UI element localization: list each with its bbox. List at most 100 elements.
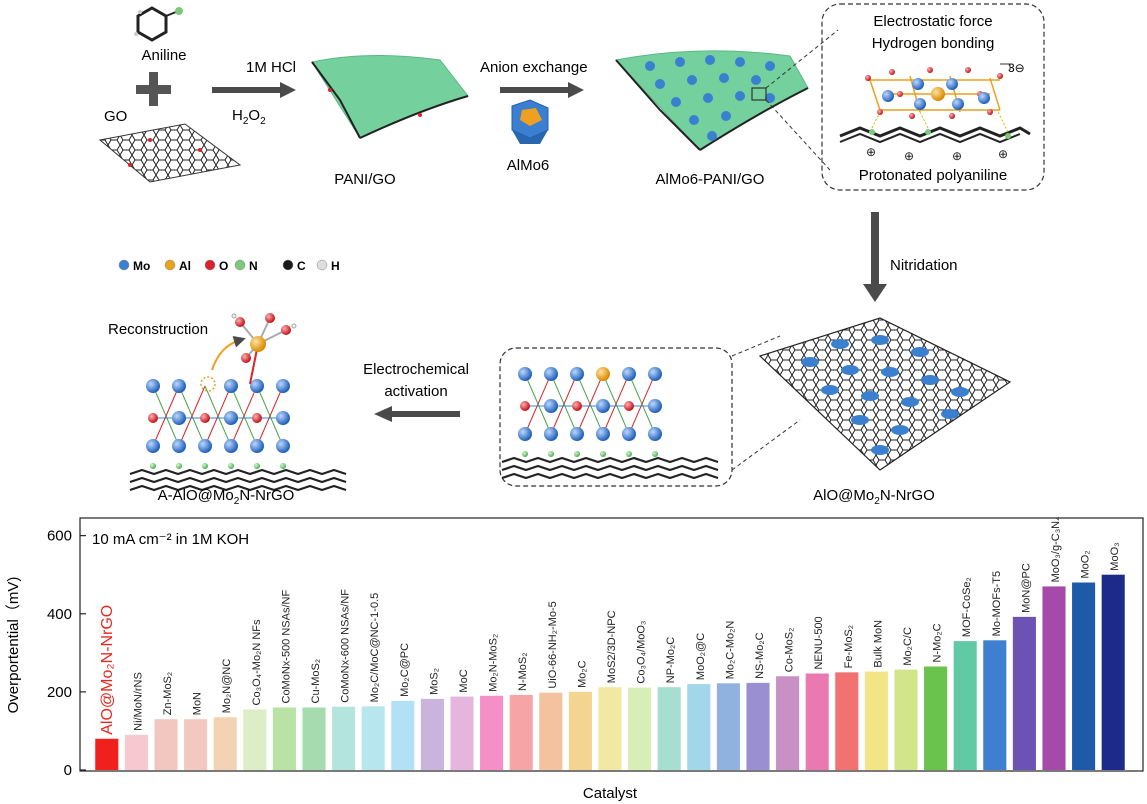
zoom-line (731, 419, 801, 471)
bar-15 (539, 692, 563, 770)
legend-swatch-c (282, 259, 294, 271)
bar-label-13: Mo₂N-MoS₂ (488, 634, 500, 692)
anion-exchange-label: Anion exchange (480, 59, 588, 76)
a-aio-mo2n-nrgo-label: A-AlO@Mo2N-NrGO (158, 487, 295, 507)
arrowhead-icon (280, 82, 296, 98)
charge-label: 3⊖ (1008, 61, 1025, 75)
bar-label-33: MoO₂ (1080, 550, 1092, 578)
vacancy-icon (200, 376, 216, 392)
bar-label-32: MoO₃/g-C₃N₄ (1050, 516, 1062, 583)
reconstructed-lattice-structure (129, 379, 347, 492)
aniline-molecule (134, 6, 183, 42)
y-tick-label: 200 (47, 684, 72, 701)
surface-adsorbate (231, 313, 297, 385)
bar-20 (687, 684, 711, 770)
arrow-left-icon (390, 411, 460, 417)
bar-label-22: NS-Mo₂C (754, 632, 766, 678)
reconstruction-label: Reconstruction (108, 321, 208, 338)
hydrogen-bonding-label: Hydrogen bonding (872, 35, 995, 52)
bar-32 (1042, 586, 1066, 770)
almo6-pani-go-label: AlMo6-PANI/GO (656, 171, 765, 188)
chart-annotation: 10 mA cm⁻² in 1M KOH (92, 531, 249, 548)
bar-30 (983, 640, 1007, 770)
bar-label-21: Mo₂C-Mo₂N (724, 621, 736, 680)
y-axis-label: Overportential（mV) (5, 577, 22, 714)
legend-label-mo: Mo (133, 259, 150, 273)
legend-swatch-mo (118, 259, 130, 271)
bar-label-14: N-MoS₂ (517, 653, 529, 692)
pani-go-sheet (311, 54, 469, 139)
bar-0 (95, 738, 119, 770)
bar-8 (332, 706, 356, 770)
bar-13 (480, 695, 504, 770)
legend-swatch-al (164, 259, 176, 271)
bar-29 (953, 641, 977, 770)
zoom-line (765, 29, 839, 89)
bar-7 (302, 707, 326, 770)
bar-label-30: Mo-MOFs-T5 (991, 571, 1003, 636)
bar-23 (776, 676, 800, 770)
y-tick-label: 0 (64, 762, 72, 779)
arrowhead-icon (374, 406, 392, 422)
bar-label-17: MoS2/3D-NPC (606, 610, 618, 683)
x-axis-label: Catalyst (583, 785, 638, 802)
almo6-label: AlMo6 (507, 157, 550, 174)
bar-label-19: NP-Mo₂C (665, 637, 677, 683)
almo6-pani-go-sheet (615, 50, 809, 151)
bar-3 (184, 719, 208, 770)
bar-label-4: Mo₂N@NC (221, 659, 233, 714)
bar-4 (213, 717, 237, 770)
bar-25 (835, 672, 859, 770)
legend-label-h: H (331, 259, 340, 273)
plus-charge-icon: ⊕ (904, 149, 914, 163)
bar-label-12: MoC (458, 669, 470, 692)
bar-28 (924, 666, 948, 770)
bar-label-24: NENU-500 (813, 616, 825, 669)
electrostatic-label: Electrostatic force (873, 13, 992, 30)
bar-14 (509, 695, 533, 770)
legend-swatch-n (234, 259, 246, 271)
plus-charge-icon: ⊕ (866, 145, 876, 159)
bar-label-29: MOF-CoSe₂ (961, 577, 973, 637)
plus-charge-icon: ⊕ (952, 149, 962, 163)
bar-label-31: MoN@PC (1020, 563, 1032, 613)
mo2n-lattice-structure (501, 367, 719, 480)
pani-go-label: PANI/GO (334, 171, 395, 188)
bar-label-8: CoMoNx-600 NSAs/NF (340, 589, 352, 703)
legend-label-c: C (297, 259, 306, 273)
aniline-label: Aniline (141, 47, 186, 64)
bar-label-0: AlO@Mo₂N-NrGO (99, 605, 116, 735)
bar-21 (716, 683, 740, 770)
arrow-right-icon (500, 87, 570, 93)
bar-label-5: Co₃O₄-Mo₂N NFs (251, 619, 263, 705)
bar-27 (894, 669, 918, 770)
bar-6 (272, 707, 296, 770)
bar-18 (628, 687, 652, 770)
bar-2 (154, 719, 178, 770)
bar-label-2: Zn-MoS₂ (162, 672, 174, 715)
electrochemical-label: Electrochemical (363, 361, 469, 378)
bar-22 (746, 682, 770, 770)
bar-10 (391, 700, 415, 770)
hcl-label: 1M HCl (246, 59, 296, 76)
zoom-box-structure (499, 347, 733, 487)
bar-label-6: CoMoNx-500 NSAs/NF (280, 590, 292, 704)
bar-label-15: UiO-66-NH₂-Mo-5 (547, 601, 559, 688)
reconstruction-arrow-icon (211, 335, 246, 371)
bar-31 (1012, 616, 1036, 770)
bar-label-3: MoN (192, 692, 204, 715)
bar-label-27: Mo₂C/C (902, 627, 914, 666)
bar-label-7: Cu-MoS₂ (310, 659, 322, 704)
synthesis-scheme: Aniline GO 1M HCl H2O2 PANI/GO An (98, 3, 1045, 507)
bar-9 (361, 706, 385, 770)
bracket-icon (1000, 63, 1011, 70)
bar-label-18: Co₃O₄/MoO₃ (636, 621, 648, 684)
almo6-anion-structure (865, 67, 1003, 119)
bar-label-1: Ni/MoN/rNS (132, 672, 144, 731)
bar-12 (450, 696, 474, 770)
bar-1 (124, 734, 148, 770)
zoom-line (765, 99, 831, 171)
